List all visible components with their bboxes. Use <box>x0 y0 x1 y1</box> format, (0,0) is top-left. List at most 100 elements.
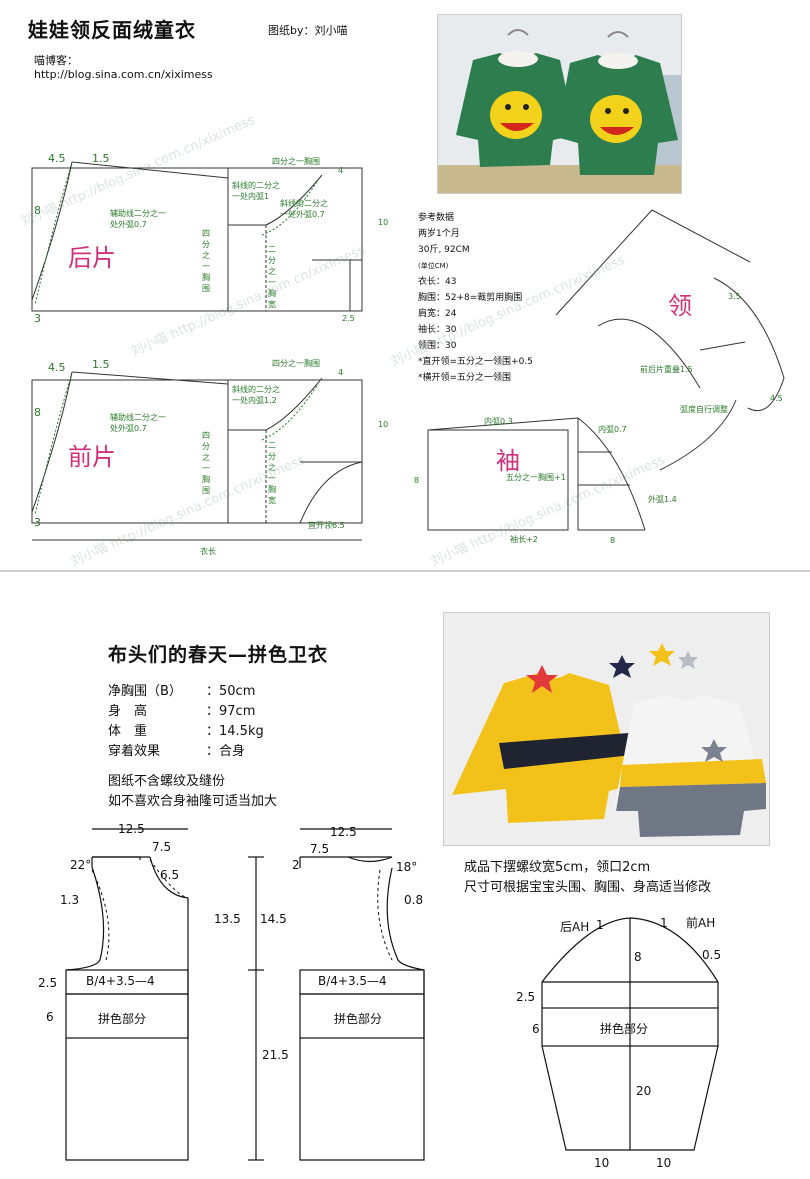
top-pattern-drawing <box>31 161 785 541</box>
sleeve-inner-arc-0-7: 内弧0.7 <box>598 425 627 434</box>
dim-22-deg: 22° <box>70 858 92 872</box>
sleeve-0-5: 0.5 <box>702 948 722 962</box>
collar-3-5: 3.5 <box>728 292 741 301</box>
blog-url[interactable]: http://blog.sina.com.cn/xiximess <box>34 68 213 81</box>
chest-formula-back: B/4+3.5—4 <box>318 974 387 988</box>
quarter-chest-front: 四分之一胸围 <box>272 359 320 368</box>
dim-3-back: 3 <box>34 312 41 325</box>
aux-line-back: 辅助线二分之一处外弧0.7 <box>110 209 166 229</box>
sleeve-8-bottom: 8 <box>610 536 616 545</box>
ref-unit: (单位CM) <box>418 262 449 270</box>
bottom-title: 布头们的春天—拼色卫衣 <box>108 644 329 666</box>
notes: 图纸不含螺纹及缝份 如不喜欢合身袖隆可适当加大 <box>108 772 277 812</box>
dim-14-5: 14.5 <box>260 912 287 926</box>
body-length-label: 衣长 <box>200 547 216 556</box>
sleeve-10-right: 10 <box>656 1156 672 1170</box>
dim-4-back: 4 <box>338 166 344 175</box>
chest-formula-front: B/4+3.5—4 <box>86 974 155 988</box>
green-sweater-photo <box>437 14 682 194</box>
dim-1-3: 1.3 <box>60 893 80 907</box>
ref-neck: 领围：30 <box>418 341 457 351</box>
ref-length: 衣长：43 <box>418 277 457 287</box>
dim-4-5-front: 4.5 <box>48 361 66 374</box>
sleeve-1-left: 1 <box>596 918 604 932</box>
dim-4-front: 4 <box>338 368 344 377</box>
back-piece-label: 后片 <box>68 244 116 272</box>
dim-4-5-back: 4.5 <box>48 152 66 165</box>
dim-12-5-front: 12.5 <box>118 822 145 836</box>
note-rib: 成品下摆螺纹宽5cm，领口2cm <box>464 860 651 875</box>
dim-7-5-front: 7.5 <box>152 840 172 854</box>
spec-row: 穿着效果：合身 <box>108 744 246 759</box>
dim-21-5: 21.5 <box>262 1048 289 1062</box>
quarter-vert-back: 四分之一胸围 <box>202 229 210 293</box>
ref-formula-2: *横开领=五分之一领围 <box>418 373 512 383</box>
ref-sleeve: 袖长：30 <box>418 325 457 335</box>
dim-7-5-back: 7.5 <box>310 842 330 856</box>
dim-18-deg: 18° <box>396 860 418 874</box>
top-title: 娃娃领反面绒童衣 <box>28 18 196 42</box>
open-neck-label: 直开领6.5 <box>308 521 345 530</box>
dim-8-front: 8 <box>34 406 41 419</box>
sleeve-label: 袖 <box>496 447 520 475</box>
curve-in-back: 斜线的二分之一处内弧1 <box>232 181 280 201</box>
ref-shoulder: 肩宽：24 <box>418 309 457 319</box>
blog-label: 喵博客： <box>34 54 78 67</box>
ref-head: 参考数据 <box>418 213 455 223</box>
reference-data: 参考数据 两岁1个月 30斤, 92CM (单位CM) 衣长：43 胸围：52+… <box>418 210 533 386</box>
ref-height: 30斤, 92CM <box>418 245 470 255</box>
section-divider <box>0 570 810 572</box>
half-width-front: 二分之一胸宽 <box>268 441 276 505</box>
dim-6-5: 6.5 <box>160 868 180 882</box>
quarter-chest-back: 四分之一胸围 <box>272 157 320 166</box>
sleeve-color-block: 拼色部分 <box>600 1022 649 1036</box>
sleeve-outer-arc: 外弧1.4 <box>648 495 677 504</box>
half-width-back: 二分之一胸宽 <box>268 245 276 309</box>
spec-row: 体 重：14.5kg <box>108 724 264 739</box>
curve-in-front: 斜线的二分之一处内弧1.2 <box>232 385 280 405</box>
dim-3-front: 3 <box>34 516 41 529</box>
dim-0-8: 0.8 <box>404 893 424 907</box>
sleeve-width: 袖长+2 <box>510 535 538 544</box>
author: 图纸by：刘小喵 <box>268 24 348 37</box>
note-armhole: 如不喜欢合身袖隆可适当加大 <box>108 794 278 809</box>
front-piece-label: 前片 <box>68 443 116 471</box>
spec-row: 身 高：97cm <box>108 704 256 719</box>
dim-2-back: 2 <box>292 858 300 872</box>
sleeve-2-5: 2.5 <box>516 990 536 1004</box>
dim-2-5: 2.5 <box>38 976 58 990</box>
dim-6: 6 <box>46 1010 54 1024</box>
sleeve-8: 8 <box>414 476 420 485</box>
dim-13-5: 13.5 <box>214 912 241 926</box>
sleeve-inner-arc-0-3: 内弧0.3 <box>484 417 513 426</box>
spec-row: 净胸围（B）：50cm <box>108 684 256 699</box>
ref-chest: 胸围：52+8=裁剪用胸围 <box>418 293 523 303</box>
quarter-vert-front: 四分之一胸围 <box>202 431 210 495</box>
dim-2-5-back: 2.5 <box>342 314 355 323</box>
curve-out-back: 斜线的二分之一处外弧0.7 <box>280 199 328 219</box>
aux-line-front: 辅助线二分之一处外弧0.7 <box>110 413 166 433</box>
sleeve-6: 6 <box>532 1022 540 1036</box>
sleeve-8: 8 <box>634 950 642 964</box>
sleeve-1-right: 1 <box>660 916 668 930</box>
sweater-photo <box>443 612 770 846</box>
collar-arc-adjust: 弧度自行调整 <box>680 405 728 414</box>
color-block-front: 拼色部分 <box>98 1012 147 1026</box>
sleeve-10-left: 10 <box>594 1156 610 1170</box>
sleeve-back-armhole: 后AH <box>560 920 590 934</box>
sleeve-front-armhole: 前AH <box>686 916 716 930</box>
color-block-back: 拼色部分 <box>334 1012 383 1026</box>
ref-age: 两岁1个月 <box>418 229 460 239</box>
ref-formula-1: *直开领=五分之一领围+0.5 <box>418 357 533 367</box>
sleeve-20: 20 <box>636 1084 652 1098</box>
collar-overlap: 前后片重叠1.5 <box>640 365 693 374</box>
spec-list: 净胸围（B）：50cm 身 高：97cm 体 重：14.5kg 穿着效果：合身 <box>108 682 264 762</box>
dim-12-5-back: 12.5 <box>330 825 357 839</box>
dim-8-back: 8 <box>34 204 41 217</box>
collar-label: 领 <box>668 292 692 320</box>
sleeve-fifth-chest: 五分之一胸围+1 <box>506 473 566 482</box>
note-no-seam: 图纸不含螺纹及缝份 <box>108 774 226 789</box>
collar-4-5: 4.5 <box>770 394 783 403</box>
dim-1-5-front: 1.5 <box>92 358 110 371</box>
